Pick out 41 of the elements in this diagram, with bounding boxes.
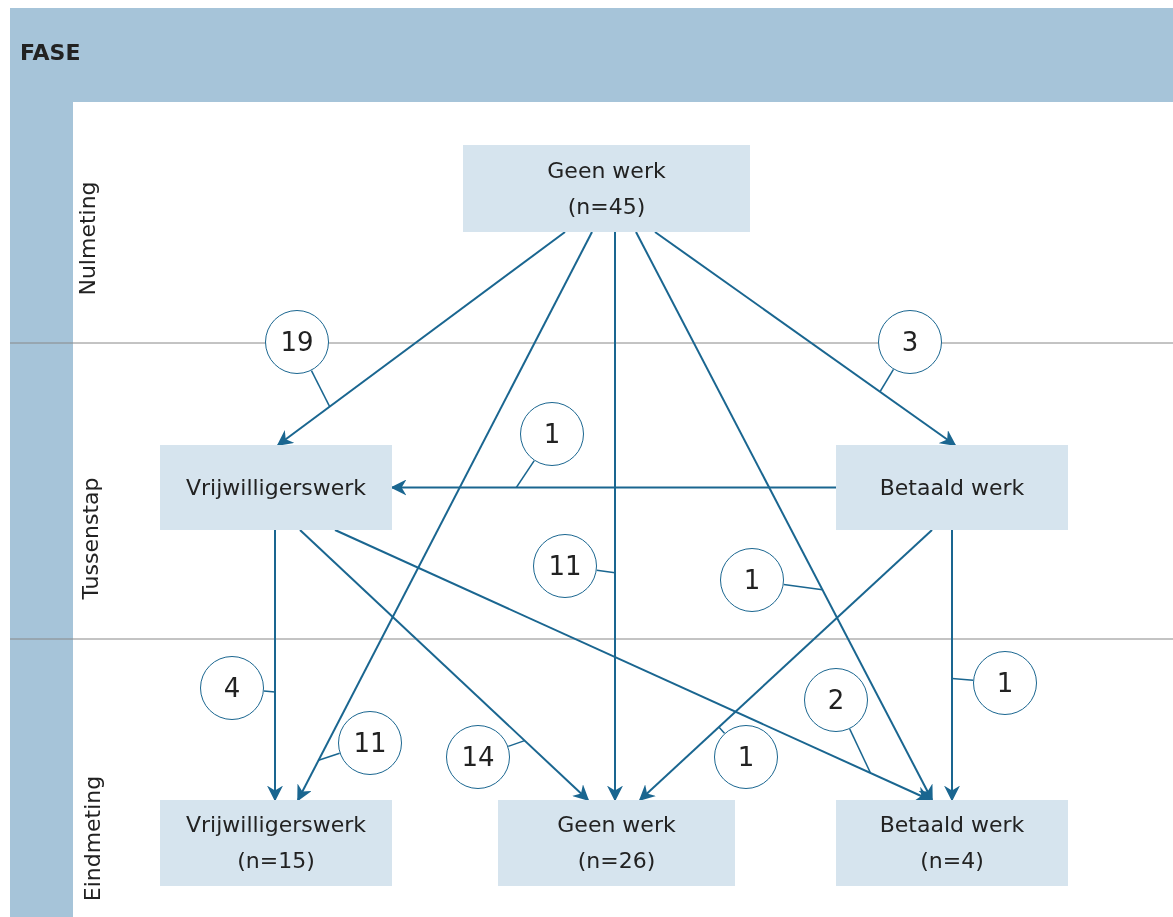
state-name: Betaald werk <box>879 811 1025 839</box>
count-text: (n=15) <box>237 847 315 875</box>
count-circle: 1 <box>720 548 784 612</box>
state-box <box>498 800 735 886</box>
count-circle: 3 <box>878 310 942 374</box>
arrow <box>944 529 960 802</box>
state-name: Vrijwilligerswerk <box>185 811 367 839</box>
count-text: (n=4) <box>920 847 984 875</box>
count-circle: 11 <box>533 534 597 598</box>
arrow <box>267 529 283 802</box>
arrow <box>297 231 593 802</box>
state-box <box>463 145 750 232</box>
arrow <box>607 231 623 802</box>
phase-label: Eindmeting <box>79 775 105 902</box>
state-name: Geen werk <box>557 811 676 839</box>
header-title: FASE <box>20 40 81 65</box>
state-name: Betaald werk <box>879 473 1025 502</box>
count-circle: 19 <box>265 310 329 374</box>
arrow <box>654 231 957 446</box>
arrow <box>635 231 933 802</box>
count-circle: 1 <box>714 725 778 789</box>
count-text: (n=26) <box>577 847 656 875</box>
state-box <box>836 445 1068 530</box>
count-text: (n=45) <box>567 192 646 221</box>
count-circle: 11 <box>338 711 402 775</box>
state-box <box>836 800 1068 886</box>
arrow <box>334 529 932 802</box>
state-box <box>160 445 392 530</box>
arrow <box>638 529 933 802</box>
count-circle: 2 <box>804 668 868 732</box>
arrow <box>299 529 590 802</box>
count-circle: 4 <box>200 656 264 720</box>
state-name: Geen werk <box>547 156 666 185</box>
count-circle: 14 <box>446 725 510 789</box>
state-box <box>160 800 392 886</box>
arrow <box>276 231 566 446</box>
count-circle: 1 <box>973 651 1037 715</box>
phase-label: Nulmeting <box>74 181 100 296</box>
state-name: Vrijwilligerswerk <box>185 473 367 502</box>
phase-label: Tussenstap <box>78 477 103 600</box>
count-circle: 1 <box>520 402 584 466</box>
